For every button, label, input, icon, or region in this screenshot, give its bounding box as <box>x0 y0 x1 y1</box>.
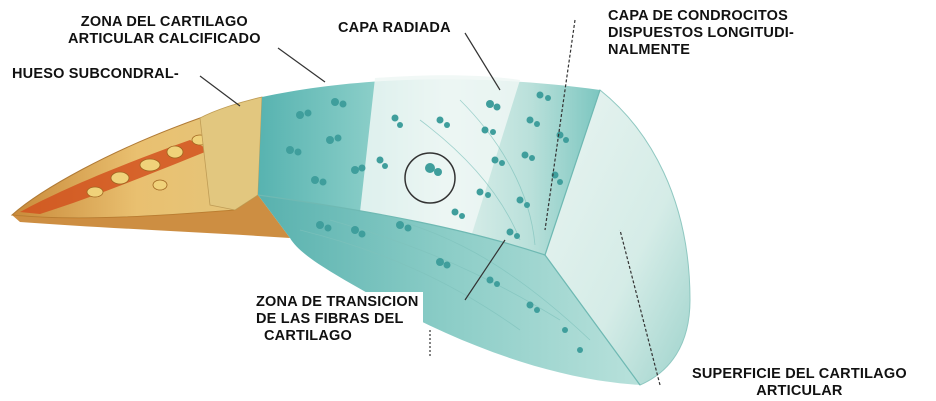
label-transition-zone: ZONA DE TRANSICION DE LAS FIBRAS DEL CAR… <box>254 292 423 347</box>
calcified-cartilage-zone <box>200 97 262 210</box>
label-calcified-zone: ZONA DEL CARTILAGO ARTICULAR CALCIFICADO <box>68 14 261 48</box>
label-subchondral-bone: HUESO SUBCONDRAL- <box>12 66 179 83</box>
label-chondrocytes-layer: CAPA DE CONDROCITOS DISPUESTOS LONGITUDI… <box>608 8 794 59</box>
label-articular-surface: SUPERFICIE DEL CARTILAGO ARTICULAR <box>692 366 907 400</box>
label-radiated-layer: CAPA RADIADA <box>338 20 451 37</box>
